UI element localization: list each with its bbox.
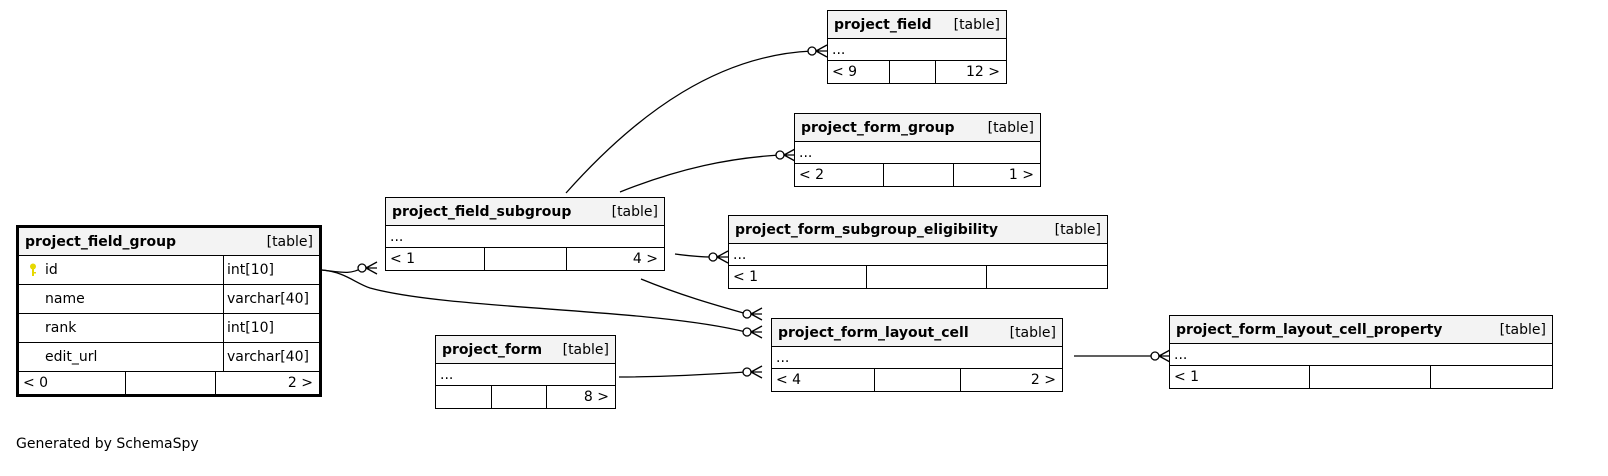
column-name: rank [45, 320, 77, 336]
child-count: 2 > [1030, 372, 1056, 388]
parent-count: < 1 [386, 248, 485, 270]
generated-by-label: Generated by SchemaSpy [16, 436, 199, 452]
column-type: int[10] [227, 320, 274, 336]
spacer [126, 372, 216, 394]
child-count: 1 > [1008, 167, 1034, 183]
optional-marker [742, 309, 752, 319]
parent-count: < 9 [828, 61, 890, 83]
optional-marker [775, 150, 785, 160]
crowfoot-marker [716, 250, 729, 264]
spacer [485, 248, 567, 270]
table-type: [table] [953, 16, 1000, 33]
table-type: [table] [611, 203, 658, 220]
edge-subgroup-to-layout-cell [640, 278, 748, 315]
table-body: ... [1170, 344, 1552, 366]
table-name: project_form_layout_cell_property [1176, 321, 1443, 338]
column-row[interactable]: rank int[10] [19, 314, 319, 343]
table-type: [table] [1009, 324, 1056, 341]
column-type: varchar[40] [227, 349, 309, 365]
table-type: [table] [562, 341, 609, 358]
parent-count: < 1 [729, 266, 867, 288]
child-count: 4 > [632, 251, 658, 267]
edge-fieldgroup-to-layout-cell [321, 269, 747, 333]
spacer [884, 164, 954, 186]
table-type: [table] [1054, 221, 1101, 238]
table-body: ... [436, 364, 615, 386]
table-body: ... [772, 347, 1062, 369]
table-name: project_field_subgroup [392, 203, 572, 220]
column-name: edit_url [45, 349, 98, 365]
key-icon [29, 263, 37, 281]
optional-marker [708, 252, 718, 262]
column-name: name [45, 291, 85, 307]
table-name: project_form [442, 341, 543, 358]
child-count: 12 > [966, 64, 1000, 80]
parent-count: < 1 [1170, 366, 1310, 388]
column-type: varchar[40] [227, 291, 309, 307]
table-project-field-group[interactable]: project_field_group [table] id int[10] na… [16, 225, 322, 397]
optional-marker [742, 327, 752, 337]
table-project-field-subgroup[interactable]: project_field_subgroup [table] ... < 1 4 … [385, 197, 665, 271]
parent-count: < 0 [19, 372, 126, 394]
column-row[interactable]: edit_url varchar[40] [19, 343, 319, 372]
table-body: ... [729, 244, 1107, 266]
table-project-form-layout-cell[interactable]: project_form_layout_cell[table] ... < 4 … [771, 318, 1063, 392]
table-name: project_form_subgroup_eligibility [735, 221, 999, 238]
table-type: [table] [1499, 321, 1546, 338]
table-name: project_field [834, 16, 932, 33]
table-project-form-group[interactable]: project_form_group [table] ... < 2 1 > [794, 113, 1041, 187]
table-name: project_field_group [25, 233, 177, 250]
table-project-form[interactable]: project_form [table] ... 8 > [435, 335, 616, 409]
parent-count: < 4 [772, 369, 875, 391]
column-row[interactable]: name varchar[40] [19, 285, 319, 314]
spacer [1310, 366, 1431, 388]
parent-count [436, 386, 492, 408]
table-body: ... [795, 142, 1040, 164]
crowfoot-marker [815, 44, 828, 58]
optional-marker [742, 367, 752, 377]
column-type: int[10] [227, 262, 274, 278]
optional-marker [807, 46, 817, 56]
optional-marker [357, 263, 367, 273]
optional-marker [1150, 351, 1160, 361]
edge-subgroup-to-form-group [619, 154, 781, 193]
crowfoot-marker [365, 261, 378, 275]
column-name: id [45, 262, 58, 278]
table-body: ... [828, 39, 1006, 61]
spacer [875, 369, 961, 391]
child-count [1431, 366, 1552, 388]
table-project-form-layout-cell-property[interactable]: project_form_layout_cell_property [table]… [1169, 315, 1553, 389]
crowfoot-marker [1158, 349, 1171, 363]
child-count: 2 > [287, 375, 313, 391]
parent-count: < 2 [795, 164, 884, 186]
spacer [867, 266, 987, 288]
table-type: [table] [987, 119, 1034, 136]
column-row[interactable]: id int[10] [19, 256, 319, 285]
table-name: project_form_layout_cell [778, 324, 969, 341]
table-body: ... [386, 226, 664, 248]
table-type: [table] [266, 233, 313, 250]
spacer [890, 61, 936, 83]
edge-form-to-layout-cell [618, 371, 747, 378]
crowfoot-marker [750, 325, 763, 339]
child-count: 8 > [583, 389, 609, 405]
edge-subgroup-to-eligibility [674, 253, 713, 258]
table-project-form-subgroup-eligibility[interactable]: project_form_subgroup_eligibility [table]… [728, 215, 1108, 289]
child-count [987, 266, 1107, 288]
table-name: project_form_group [801, 119, 955, 136]
crowfoot-marker [750, 365, 763, 379]
table-project-field[interactable]: project_field [table] ... < 9 12 > [827, 10, 1007, 84]
crowfoot-marker [783, 148, 796, 162]
crowfoot-marker [750, 307, 763, 321]
spacer [492, 386, 547, 408]
edge-subgroup-to-project-field [565, 50, 813, 194]
